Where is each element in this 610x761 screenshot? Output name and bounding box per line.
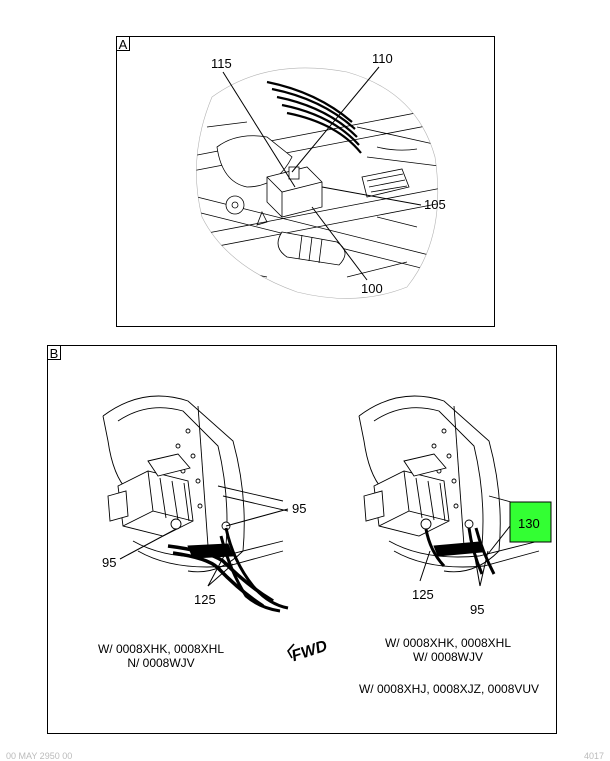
- right-caption-line3: W/ 0008XHJ, 0008XJZ, 0008VUV: [358, 682, 540, 696]
- right-callout-130: 130: [518, 516, 540, 531]
- footer-left: 00 MAY 2950 00: [6, 751, 73, 761]
- callout-100: 100: [361, 281, 383, 296]
- panel-a-leaders: [222, 66, 422, 281]
- fwd-label: FWD: [290, 638, 330, 666]
- callout-130-highlight: [509, 501, 552, 543]
- illustration-boundary: [196, 67, 439, 299]
- callout-105: 105: [424, 197, 446, 212]
- left-caption-line1: W/ 0008XHK, 0008XHL: [97, 642, 225, 656]
- panel-a-illustration: 115 110 105 100: [196, 51, 446, 299]
- left-caption: W/ 0008XHK, 0008XHL N/ 0008WJV: [76, 642, 246, 670]
- panel-a: A: [116, 36, 495, 327]
- right-view-leaders: [419, 525, 511, 587]
- right-caption-line1: W/ 0008XHK, 0008XHL: [384, 636, 512, 650]
- right-view-linework: [358, 395, 545, 575]
- left-callout-95-bottom: 95: [102, 555, 116, 570]
- fwd-arrow-icon: [287, 643, 295, 659]
- right-callout-125: 125: [412, 587, 434, 602]
- footer-right: 4017: [584, 751, 605, 761]
- panel-b-letter: B: [47, 345, 61, 361]
- left-view-leaders: [119, 508, 289, 587]
- right-caption: W/ 0008XHK, 0008XHL W/ 0008WJV: [358, 636, 538, 664]
- left-caption-line2: N/ 0008WJV: [127, 656, 195, 670]
- right-caption-line2: W/ 0008WJV: [412, 650, 484, 664]
- callout-110: 110: [372, 51, 393, 66]
- engine-bay-linework: [196, 80, 438, 278]
- panel-b-illustration: 95 95 125: [102, 395, 552, 666]
- left-callout-95-top: 95: [292, 501, 306, 516]
- left-callout-125: 125: [194, 592, 216, 607]
- panel-b: B: [47, 345, 557, 734]
- fwd-marker: FWD: [287, 638, 330, 666]
- left-view-linework: [102, 395, 289, 613]
- panel-a-letter: A: [116, 36, 130, 52]
- callout-115: 115: [211, 56, 232, 71]
- right-callout-95: 95: [470, 602, 484, 617]
